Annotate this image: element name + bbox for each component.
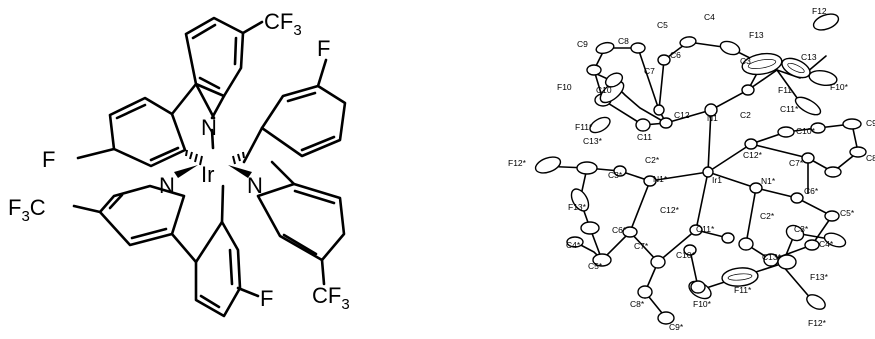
label-c9-edge: C9 <box>866 118 875 128</box>
top-pyridine-ring <box>184 16 264 120</box>
label-c7-star-right: C7* <box>789 158 804 168</box>
fluorine-label-bottom: F <box>260 286 273 311</box>
ortep-ellipsoids <box>534 13 867 325</box>
label-f12-star-left: F12* <box>508 158 527 168</box>
label-f13: F13 <box>749 30 764 40</box>
cf3-label-bottom-right: CF3 <box>312 283 350 313</box>
label-c11-star-lower: C11* <box>696 224 715 234</box>
bottom-phenyl-ring <box>194 220 260 318</box>
label-c8: C8 <box>618 36 629 46</box>
label-f13-star-left: F13* <box>568 202 587 212</box>
upper-right-phenyl-ring <box>242 58 347 164</box>
ortep-atom-labels: C5 C4 F12 C9 C8 F13 C6 C3 C13 C7 F10 C10… <box>508 6 875 332</box>
label-c4-star-right: C4* <box>819 239 834 249</box>
label-f11-star: F11* <box>575 122 593 132</box>
label-f12: F12 <box>812 6 827 16</box>
ortep-plot: C5 C4 F12 C9 C8 F13 C6 C3 C13 C7 F10 C10… <box>508 6 875 332</box>
nitrogen-label-top: N <box>201 115 217 140</box>
label-c13-star-lower: C13* <box>762 252 782 262</box>
label-n1-star-left: N1* <box>653 174 668 184</box>
cf3-label-top: CF3 <box>264 9 302 39</box>
label-c11-star: C11* <box>780 104 799 114</box>
label-c2-star-right: C2* <box>760 211 775 221</box>
label-c6: C6 <box>670 50 681 60</box>
label-f11: F11 <box>778 85 792 95</box>
label-c10-star-lower: C10* <box>676 250 696 260</box>
label-c5-star-right: C5* <box>840 208 855 218</box>
label-c3-star-left: C3* <box>608 170 623 180</box>
label-c2-star: C2* <box>645 155 660 165</box>
nitrogen-label-left: N <box>159 173 175 198</box>
fluorine-label-top-right: F <box>317 36 330 61</box>
label-c9-star: C9* <box>669 322 684 332</box>
label-c6-star-right: C6* <box>804 186 819 196</box>
label-f12-star-lower: F12* <box>808 318 827 328</box>
label-c13-star: C13* <box>583 136 603 146</box>
label-c5: C5 <box>657 20 668 30</box>
label-c4: C4 <box>704 12 715 22</box>
metal-bonds <box>174 128 252 224</box>
label-c3-star-right: C3* <box>794 224 809 234</box>
label-ir1: Ir1 <box>712 175 722 185</box>
f3c-label-left: F3C <box>8 195 46 225</box>
label-c12-star-lower: C12* <box>660 205 680 215</box>
label-c10-star: C10* <box>796 126 816 136</box>
label-c9: C9 <box>577 39 588 49</box>
label-n1-star-right: N1* <box>761 176 776 186</box>
label-c12-star-upper: C12* <box>743 150 763 160</box>
label-f13-star-right: F13* <box>810 272 829 282</box>
label-c8-star: C8* <box>630 299 645 309</box>
label-f10: F10 <box>557 82 572 92</box>
label-c11: C11 <box>637 132 652 142</box>
label-f10-star-lower: F10* <box>693 299 712 309</box>
left-pyridine-ring <box>72 184 198 264</box>
fluorine-label-left: F <box>42 147 55 172</box>
label-c2: C2 <box>740 110 751 120</box>
label-f10-star: F10* <box>830 82 849 92</box>
label-c10: C10 <box>596 85 612 95</box>
label-c5-star-left: C5* <box>588 261 603 271</box>
right-pyridine-ring <box>256 160 346 286</box>
label-c13: C13 <box>801 52 817 62</box>
label-c6-star-left: C6* <box>612 225 627 235</box>
label-c7-star-left: C7* <box>634 241 649 251</box>
label-c3: C3 <box>740 56 751 66</box>
label-c12: C12 <box>674 110 690 120</box>
label-c4-star-left: C4* <box>566 240 581 250</box>
label-f11-star-lower: F11* <box>734 285 752 295</box>
label-c8-edge: C8 <box>866 153 875 163</box>
iridium-label: Ir <box>201 162 214 187</box>
label-c7: C7 <box>644 66 655 76</box>
skeletal-structure: Ir N N N F F F CF3 CF3 F3C <box>8 9 350 318</box>
label-n1: N1 <box>707 113 718 123</box>
upper-left-phenyl-ring <box>76 82 198 168</box>
nitrogen-label-right: N <box>247 173 263 198</box>
